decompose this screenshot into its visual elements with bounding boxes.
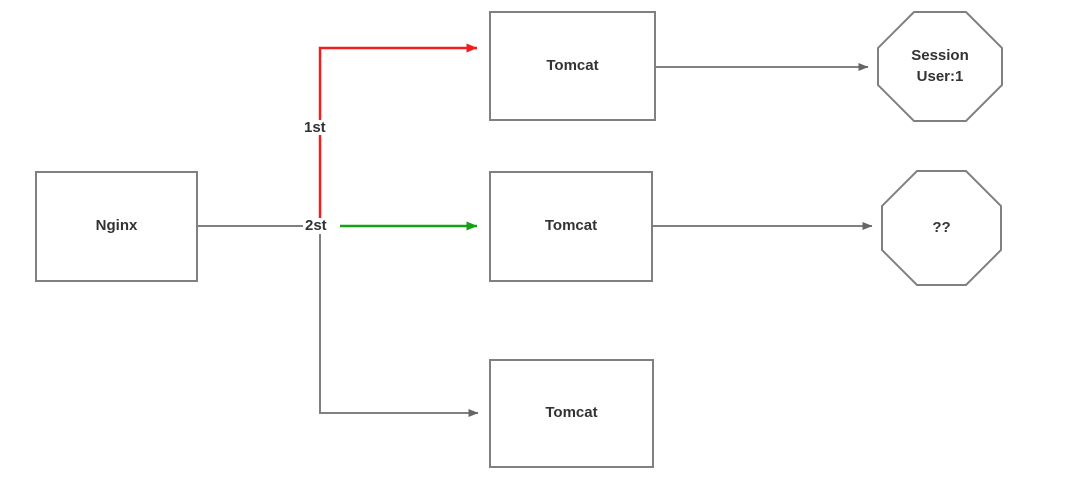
edge-label-first: 1st bbox=[302, 119, 328, 136]
node-session-unknown[interactable] bbox=[881, 170, 1002, 286]
node-tomcat-2[interactable] bbox=[489, 171, 653, 282]
node-nginx[interactable] bbox=[35, 171, 198, 282]
node-tomcat-3[interactable] bbox=[489, 359, 654, 468]
node-tomcat-1[interactable] bbox=[489, 11, 656, 121]
edge-junction-to-tomcat-3 bbox=[319, 234, 479, 417]
node-session-user-1[interactable] bbox=[877, 11, 1003, 122]
edge-label-second: 2st bbox=[303, 217, 329, 234]
edge-junction-to-tomcat-1 bbox=[318, 43, 478, 226]
